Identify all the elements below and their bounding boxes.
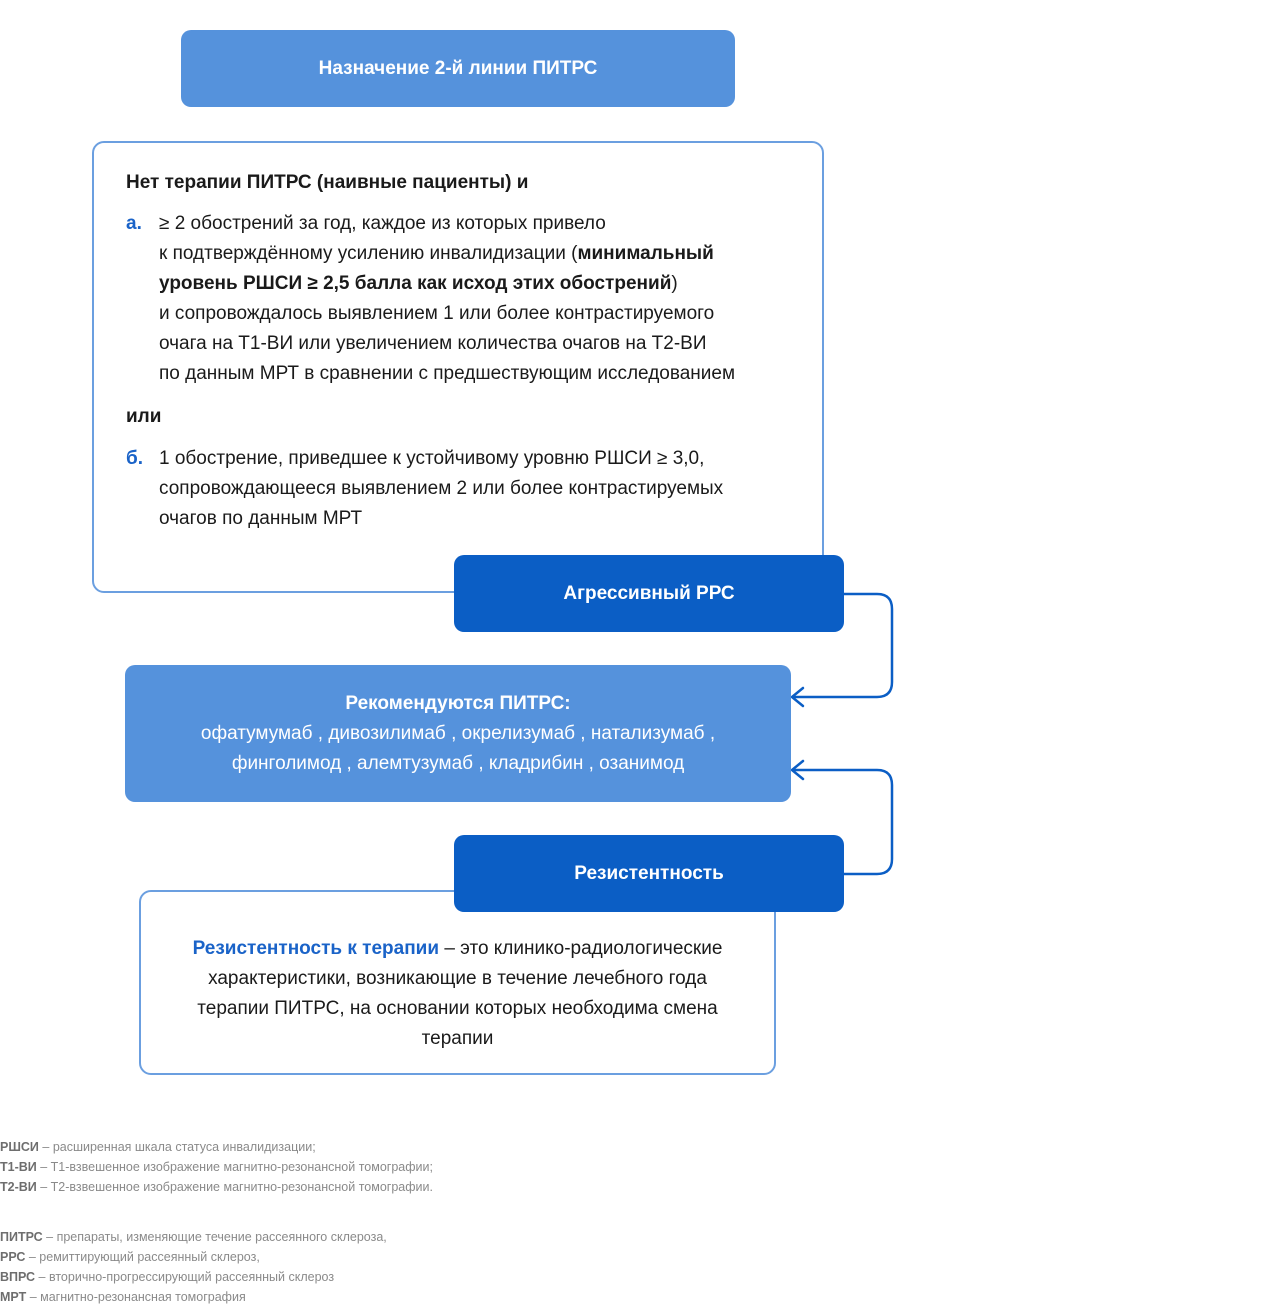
criterion-a-line-6: по данным МРТ в сравнении с предшествующ… [159,363,736,384]
arrow-aggressive-to-recommended [794,592,894,699]
criterion-b-letter: б. [126,448,144,469]
resistance-box: Резистентность [454,835,844,912]
title-text: Назначение 2-й линии ПИТРС [318,57,598,79]
criterion-a-letter: а. [126,213,142,234]
arrow-resistance-to-recommended [794,768,894,876]
legend-item: Т1-ВИ – Т1-взвешенное изображение магнит… [0,1160,433,1174]
definition-line-1: Резистентность к терапии – это клинико-р… [192,938,723,959]
or-word: или [126,406,162,427]
legend-item: ПИТРС – препараты, изменяющие течение ра… [0,1230,387,1244]
definition-line-2: характеристики, возникающие в течение ле… [208,968,707,989]
criterion-b-line-2: сопровождающееся выявлением 2 или более … [159,478,724,499]
recommended-drugs-line-1: офатумумаб , дивозилимаб , окрелизумаб ,… [200,723,716,744]
legend-item: ВПРС – вторично-прогрессирующий рассеянн… [0,1270,335,1284]
criteria-box: Нет терапии ПИТРС (наивные пациенты) и а… [92,141,824,593]
criteria-heading: Нет терапии ПИТРС (наивные пациенты) и [126,172,529,193]
resistance-label: Резистентность [574,862,724,884]
legend-group-2: ПИТРС – препараты, изменяющие течение ра… [0,1227,387,1306]
aggressive-rrs-label: Агрессивный РРС [563,582,735,604]
criterion-a-line-3: уровень РШСИ ≥ 2,5 балла как исход этих … [159,273,678,294]
legend-group-1: РШСИ – расширенная шкала статуса инвалид… [0,1137,433,1197]
definition-line-4: терапии [421,1028,494,1049]
title-box: Назначение 2-й линии ПИТРС [181,30,735,107]
criterion-b-line-3: очагов по данным МРТ [159,508,363,529]
definition-term: Резистентность к терапии [192,938,440,959]
recommended-box: Рекомендуются ПИТРС: офатумумаб , дивози… [125,665,791,802]
definition-box: Резистентность к терапии – это клинико-р… [139,890,776,1075]
criterion-a: а. ≥ 2 обострений за год, каждое из кото… [126,209,792,389]
criterion-a-line-5: очага на Т1-ВИ или увеличением количеств… [159,333,707,354]
criterion-b: б. 1 обострение, приведшее к устойчивому… [126,444,792,534]
criterion-a-line-4: и сопровождалось выявлением 1 или более … [159,303,715,324]
recommended-title: Рекомендуются ПИТРС: [345,693,571,714]
criterion-a-line-2: к подтверждённому усилению инвалидизации… [159,243,714,264]
legend-item: РШСИ – расширенная шкала статуса инвалид… [0,1140,316,1154]
definition-line-3: терапии ПИТРС, на основании которых необ… [197,998,718,1019]
legend-item: Т2-ВИ – Т2-взвешенное изображение магнит… [0,1180,433,1194]
aggressive-rrs-box: Агрессивный РРС [454,555,844,632]
recommended-drugs-line-2: финголимод , алемтузумаб , кладрибин , о… [231,753,685,774]
arrowhead-2 [790,759,805,781]
legend-item: РРС – ремиттирующий рассеянный склероз, [0,1250,260,1264]
legend-item: МРТ – магнитно-резонансная томография [0,1290,246,1304]
criterion-b-line-1: 1 обострение, приведшее к устойчивому ур… [159,448,705,469]
criterion-a-line-1: ≥ 2 обострений за год, каждое из которых… [159,213,606,234]
arrowhead-1 [790,686,805,708]
